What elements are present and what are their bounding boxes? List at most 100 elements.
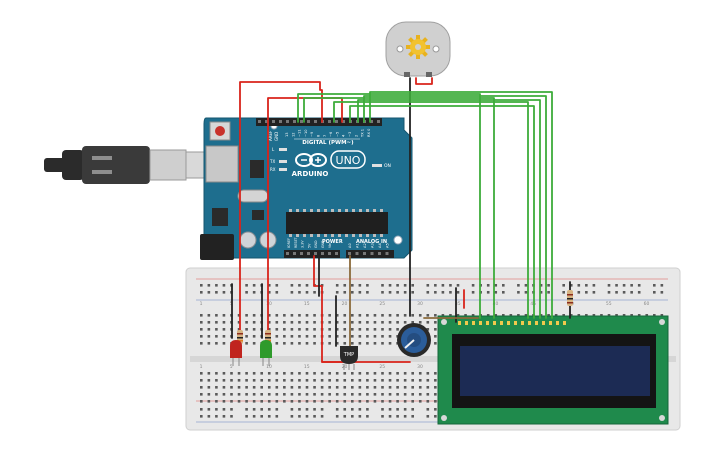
breadboard-hole [230, 379, 233, 382]
breadboard-hole [607, 291, 611, 294]
breadboard-hole [411, 393, 414, 396]
breadboard-hole [615, 284, 618, 287]
breadboard-hole [471, 314, 475, 317]
breadboard-hole [305, 379, 309, 382]
header-hole [321, 252, 324, 255]
lcd-pin [542, 321, 545, 325]
breadboard-hole [585, 291, 588, 294]
wire-red-led1[interactable] [239, 81, 323, 341]
breadboard-hole [298, 328, 301, 331]
wire-green-d5[interactable] [333, 101, 529, 319]
breadboard-hole [222, 386, 226, 389]
breadboard-hole [373, 379, 377, 382]
breadboard-hole [411, 400, 414, 403]
breadboard-hole [267, 415, 271, 418]
breadboard-hole [411, 291, 414, 294]
chip-pin [317, 234, 320, 237]
wire-red-motor[interactable] [415, 77, 433, 85]
reset-button-cap[interactable] [215, 126, 225, 136]
breadboard-hole [403, 393, 407, 396]
breadboard-hole [418, 379, 422, 382]
resistor-band [567, 302, 573, 304]
column-number: 15 [304, 364, 310, 370]
breadboard-hole [222, 372, 226, 375]
lcd-pin [465, 321, 468, 325]
breadboard-hole [343, 372, 347, 375]
header-hole [370, 252, 374, 255]
breadboard-hole [275, 342, 279, 345]
breadboard-hole [547, 284, 550, 287]
power-pin-label: RESET [294, 236, 298, 248]
breadboard-hole [290, 393, 294, 396]
digital-header-label: DIGITAL (PWM~) [302, 140, 354, 146]
wire-green-d1[interactable] [369, 91, 553, 319]
breadboard-hole [351, 415, 354, 418]
rx-led [279, 168, 287, 171]
wire-green-d3[interactable] [357, 99, 541, 319]
breadboard-hole [222, 284, 226, 287]
breadboard-hole [381, 379, 384, 382]
breadboard-hole [283, 393, 286, 396]
breadboard-hole [441, 284, 445, 287]
breadboard-hole [373, 321, 377, 324]
wire-green-d11[interactable] [303, 97, 495, 319]
breadboard-hole [471, 284, 475, 287]
breadboard-hole [237, 314, 241, 317]
header-hole [314, 252, 317, 255]
breadboard-hole [283, 342, 286, 345]
breadboard-hole [351, 328, 354, 331]
potentiometer-icon[interactable] [397, 323, 431, 357]
breadboard-hole [320, 386, 324, 389]
breadboard-hole [381, 284, 384, 287]
gnd-label: GND [274, 132, 279, 141]
power-pin-label: IOREF [287, 238, 291, 248]
led-icon[interactable] [260, 340, 272, 366]
breadboard-hole [335, 342, 339, 345]
breadboard-hole [351, 284, 354, 287]
digital-pin-label: 2 [354, 135, 358, 137]
wire-green-d12[interactable] [297, 93, 481, 319]
breadboard-hole [388, 379, 392, 382]
breadboard-hole [426, 284, 430, 287]
breadboard-hole [267, 386, 271, 389]
breadboard-hole [396, 328, 399, 331]
breadboard-hole [200, 335, 203, 338]
breadboard-hole [290, 379, 294, 382]
temperature-sensor[interactable]: TMP [340, 346, 358, 370]
led-icon[interactable] [230, 340, 242, 366]
resistor-icon[interactable] [567, 290, 573, 306]
breadboard-hole [215, 386, 218, 389]
breadboard-hole [328, 386, 331, 389]
wire-green-d2[interactable] [363, 95, 547, 319]
breadboard-hole [267, 408, 271, 411]
chip-pin [352, 209, 355, 212]
breadboard-hole [230, 400, 233, 403]
breadboard-hole [630, 291, 633, 294]
breadboard-hole [524, 284, 528, 287]
breadboard-hole [283, 328, 286, 331]
breadboard-hole [441, 314, 445, 317]
lcd-16x2-display[interactable] [437, 315, 669, 425]
breadboard-hole [418, 400, 422, 403]
potentiometer-indicator [404, 339, 415, 349]
breadboard-hole [351, 321, 354, 324]
dc-motor-icon[interactable] [385, 21, 451, 77]
breadboard-hole [351, 379, 354, 382]
digital-pin-label: ~9 [310, 131, 314, 137]
breadboard-hole [351, 400, 354, 403]
column-number: 55 [606, 301, 612, 307]
breadboard-hole [539, 291, 543, 294]
breadboard-hole [267, 291, 271, 294]
breadboard-hole [230, 386, 233, 389]
breadboard-hole [396, 408, 399, 411]
usb-plug-grip [92, 170, 112, 174]
breadboard-hole [245, 393, 248, 396]
breadboard-hole [283, 314, 286, 317]
breadboard-hole [222, 291, 226, 294]
wire-green-d4[interactable] [349, 105, 535, 319]
breadboard-hole [426, 328, 430, 331]
breadboard-hole [207, 400, 211, 403]
breadboard-hole [215, 328, 218, 331]
